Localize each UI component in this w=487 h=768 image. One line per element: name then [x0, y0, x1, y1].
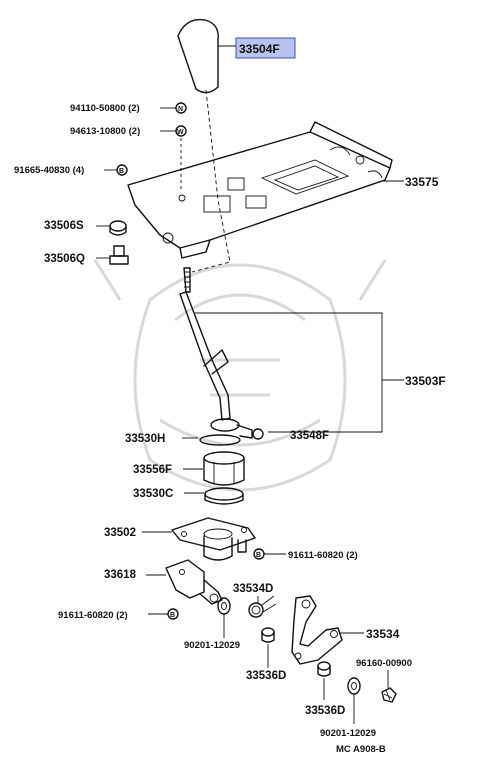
callout-33503f[interactable]: 33503F	[405, 374, 446, 388]
marker-b-circle-3	[167, 608, 179, 620]
marker-n: N	[178, 106, 183, 113]
callout-33506s[interactable]: 33506S	[44, 220, 84, 232]
callout-94613-10800[interactable]: 94613-10800 (2)	[70, 126, 140, 137]
marker-w-circle	[175, 125, 187, 137]
part-90201-b	[347, 677, 361, 695]
callout-33618[interactable]: 33618	[104, 569, 137, 581]
marker-w: W	[177, 129, 184, 136]
part-33618	[165, 559, 223, 605]
callout-33530h[interactable]: 33530H	[125, 433, 165, 445]
part-33506q	[109, 245, 129, 265]
watermark-emblem	[93, 259, 387, 492]
part-33506s	[109, 220, 127, 236]
callout-33536d-b[interactable]: 33536D	[305, 705, 345, 717]
callout-90201-12029-a[interactable]: 90201-12029	[184, 640, 240, 651]
part-33536d-a	[261, 627, 275, 643]
callout-33575[interactable]: 33575	[405, 175, 439, 189]
callout-33548f[interactable]: 33548F	[290, 430, 329, 442]
part-90201-a	[217, 597, 231, 615]
marker-b-2: B	[256, 552, 261, 559]
marker-b-1: B	[119, 168, 124, 175]
shift-lever	[179, 267, 264, 440]
part-33502	[171, 517, 256, 561]
callout-33534d[interactable]: 33534D	[233, 583, 273, 595]
callout-91665-40830[interactable]: 91665-40830 (4)	[14, 165, 84, 176]
marker-b-3: B	[170, 612, 175, 619]
callout-33504f: 33504F	[239, 42, 280, 56]
part-33556f	[203, 451, 245, 486]
callout-91611-60820-b[interactable]: 91611-60820 (2)	[58, 610, 128, 621]
callout-33534[interactable]: 33534	[366, 627, 400, 641]
shift-plate	[127, 121, 393, 259]
callout-94110-50800[interactable]: 94110-50800 (2)	[70, 103, 140, 114]
callout-91611-60820-a[interactable]: 91611-60820 (2)	[288, 550, 358, 561]
callout-33502[interactable]: 33502	[104, 527, 136, 539]
callout-33536d-a[interactable]: 33536D	[246, 670, 286, 682]
part-33534	[291, 595, 343, 665]
marker-n-circle	[175, 102, 187, 114]
diagram-code: MC A908-B	[336, 744, 386, 755]
part-33530c	[204, 487, 244, 505]
callout-33530c[interactable]: 33530C	[133, 488, 173, 500]
part-33530h	[199, 434, 241, 446]
callout-33556f[interactable]: 33556F	[133, 464, 172, 476]
part-33504f-callout[interactable]: 33504F	[235, 37, 296, 59]
callout-33506q[interactable]: 33506Q	[44, 253, 85, 265]
part-96160	[381, 687, 397, 703]
callout-96160-00900[interactable]: 96160-00900	[356, 658, 412, 669]
callout-90201-12029-b[interactable]: 90201-12029	[320, 728, 376, 739]
marker-b-circle-1	[116, 164, 128, 176]
part-33536d-b	[317, 661, 331, 677]
part-33534d	[248, 595, 277, 618]
shift-knob	[177, 18, 219, 94]
